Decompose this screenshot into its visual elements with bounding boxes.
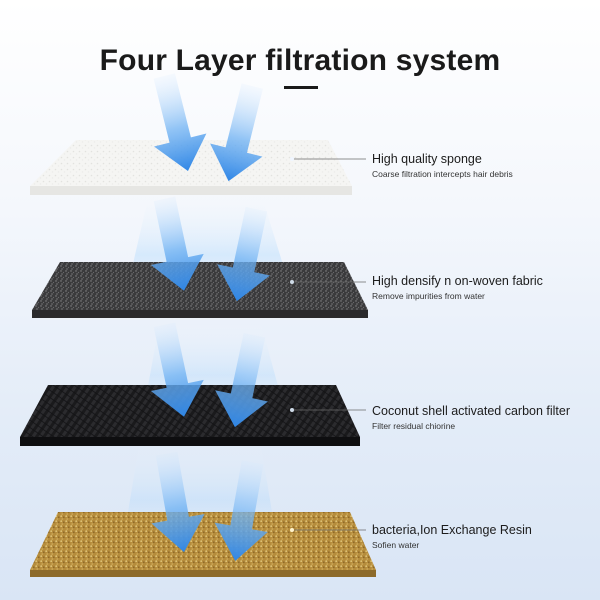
layer-name: High quality sponge bbox=[372, 152, 482, 166]
arrow-icon bbox=[217, 206, 270, 302]
layer-name: Coconut shell activated carbon filter bbox=[372, 404, 571, 418]
layer-description: Remove impurities from water bbox=[372, 291, 485, 301]
layer-label-resin: bacteria,Ion Exchange Resin Sofien water bbox=[372, 523, 532, 551]
layer-description: Sofien water bbox=[372, 540, 420, 550]
arrow-icon bbox=[214, 460, 268, 561]
layer-label-carbon: Coconut shell activated carbon filter Fi… bbox=[372, 404, 570, 432]
layer-description: Filter residual chiorine bbox=[372, 421, 456, 431]
fabric-layer bbox=[32, 262, 368, 318]
layer-description: Coarse filtration intercepts hair debris bbox=[372, 169, 513, 179]
arrow-icon bbox=[210, 83, 263, 182]
layer-name: bacteria,Ion Exchange Resin bbox=[372, 523, 532, 537]
water-flow-arrows bbox=[150, 73, 270, 561]
light-beams bbox=[120, 190, 300, 560]
layer-name: High densify n on-woven fabric bbox=[372, 274, 543, 288]
leader-lines bbox=[290, 157, 366, 532]
title-underline bbox=[284, 86, 318, 89]
layer-label-fabric: High densify n on-woven fabric Remove im… bbox=[372, 274, 543, 302]
arrow-icon bbox=[215, 332, 268, 428]
arrow-icon bbox=[150, 196, 204, 291]
arrow-icon bbox=[150, 322, 204, 417]
arrow-icon bbox=[151, 451, 205, 553]
layer-label-sponge: High quality sponge Coarse filtration in… bbox=[372, 152, 513, 180]
arrow-icon bbox=[153, 73, 207, 172]
page-title: Four Layer filtration system bbox=[99, 44, 501, 77]
carbon-layer bbox=[20, 385, 360, 446]
resin-layer bbox=[30, 512, 376, 577]
